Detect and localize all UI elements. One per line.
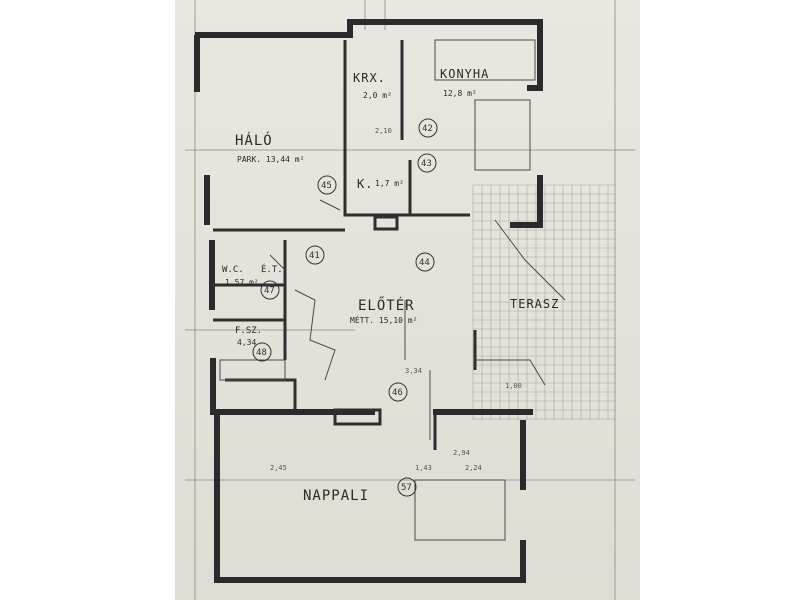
- room-konyha-area: 12,8 m²: [443, 89, 477, 98]
- construction-lines: [185, 0, 635, 600]
- room-eloter-area: MÉTT. 15,10 m²: [350, 314, 417, 325]
- room-halo-label: HÁLÓ: [235, 131, 273, 149]
- marker-48: 48: [252, 342, 272, 362]
- svg-text:2,94: 2,94: [453, 449, 470, 457]
- svg-text:47: 47: [264, 286, 275, 296]
- room-wc-label: W.C.: [222, 265, 244, 275]
- room-terasz-label: TERASZ: [510, 297, 559, 311]
- svg-text:2,45: 2,45: [270, 464, 287, 472]
- svg-text:44: 44: [419, 258, 430, 268]
- svg-text:3,34: 3,34: [405, 367, 422, 375]
- svg-text:2,10: 2,10: [375, 127, 392, 135]
- svg-text:45: 45: [321, 181, 332, 191]
- marker-42: 42: [418, 118, 438, 138]
- svg-text:2,24: 2,24: [465, 464, 482, 472]
- room-fsz-area: 4,34: [237, 338, 256, 347]
- room-konyha-label: KONYHA: [440, 67, 489, 81]
- svg-text:43: 43: [421, 159, 432, 169]
- marker-47: 47: [260, 280, 280, 300]
- room-labels: HÁLÓ PARK. 13,44 m² KRX. 2,0 m² KONYHA 1…: [222, 67, 559, 504]
- room-fsz-label: F.SZ.: [235, 326, 262, 336]
- room-nappali-label: NAPPALI: [303, 488, 369, 504]
- svg-text:1,00: 1,00: [505, 382, 522, 390]
- marker-57: 57: [397, 477, 417, 497]
- room-halo-area: PARK. 13,44 m²: [237, 155, 304, 164]
- inner-walls: [213, 40, 477, 450]
- outer-walls: [194, 19, 543, 583]
- room-markers: 42 43 45 41 44 47 48 46: [252, 118, 438, 497]
- svg-text:57: 57: [401, 483, 412, 493]
- svg-text:46: 46: [392, 388, 403, 398]
- fixtures: [219, 39, 566, 541]
- room-kamra-area: 1,7 m²: [375, 179, 404, 188]
- marker-43: 43: [417, 153, 437, 173]
- room-krx-label: KRX.: [353, 71, 386, 85]
- room-kamra-label: K.: [357, 177, 373, 191]
- marker-45: 45: [317, 175, 337, 195]
- room-wc-area: 1,57 m²: [225, 278, 259, 287]
- room-eloter-label: ELŐTÉR: [358, 296, 415, 314]
- svg-text:1,43: 1,43: [415, 464, 432, 472]
- dimension-labels: 3,34 2,94 2,24 2,45 1,43 2,10 1,00: [270, 127, 522, 472]
- room-krx-area: 2,0 m²: [363, 91, 392, 100]
- room-et-label: É.T.: [261, 263, 283, 275]
- svg-text:48: 48: [256, 348, 267, 358]
- svg-text:42: 42: [422, 124, 433, 134]
- marker-41: 41: [305, 245, 325, 265]
- marker-44: 44: [415, 252, 435, 272]
- marker-46: 46: [388, 382, 408, 402]
- floor-plan-sheet: HÁLÓ PARK. 13,44 m² KRX. 2,0 m² KONYHA 1…: [175, 0, 640, 600]
- floor-plan-drawing: HÁLÓ PARK. 13,44 m² KRX. 2,0 m² KONYHA 1…: [185, 0, 635, 600]
- svg-text:41: 41: [309, 251, 320, 261]
